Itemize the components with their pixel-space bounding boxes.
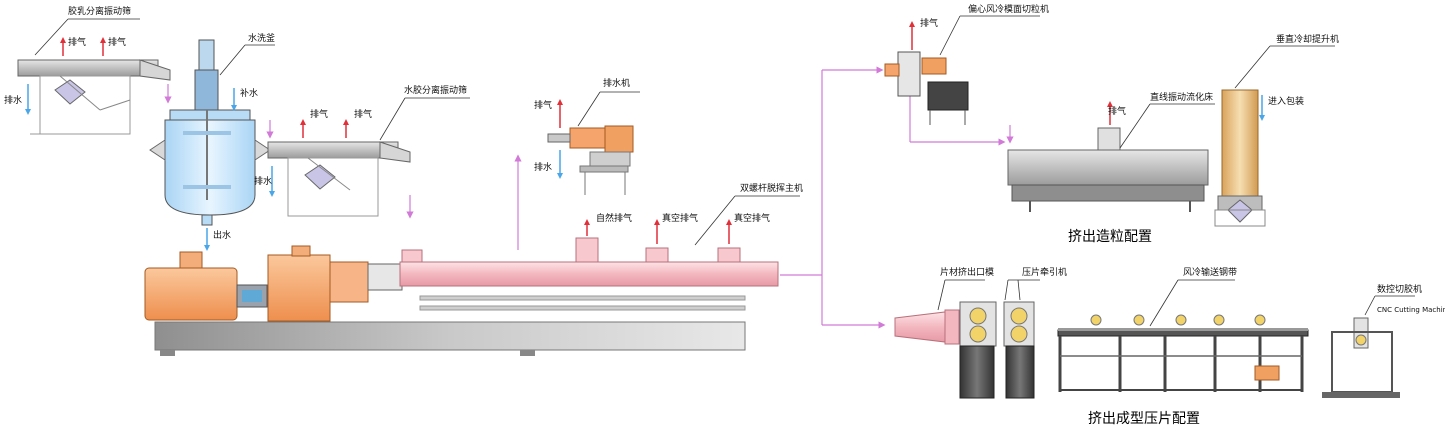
label-natural-vent: 自然排气	[596, 214, 633, 224]
eccentric-cutter	[884, 51, 969, 125]
motor	[144, 251, 268, 321]
main-base	[154, 321, 746, 356]
label-cnc-cutter: 数控切胶机	[1377, 285, 1423, 295]
label-exhaust-g: 排气	[1108, 107, 1127, 117]
label-to-packing: 进入包装	[1268, 97, 1305, 107]
twin-screw-barrel	[399, 237, 779, 311]
exhaust-arrows-mid	[300, 119, 349, 138]
exhaust-arrows-left	[60, 37, 106, 56]
cooling-tower	[1214, 89, 1266, 227]
label-cnc-cutter-en: CNC Cutting Machine	[1377, 306, 1445, 314]
label-latex-screen: 胶乳分离振动筛	[68, 7, 132, 17]
label-sheet-puller: 压片牵引机	[1022, 268, 1068, 278]
label-wash-tank: 水洗釜	[248, 34, 276, 44]
cutter-exhaust-arrow	[909, 21, 915, 50]
label-water-rubber-screen: 水胶分离振动筛	[404, 86, 468, 96]
label-eccentric-cutter: 偏心风冷模面切粒机	[968, 5, 1050, 15]
label-drain-e: 排水	[534, 163, 553, 173]
label-exhaust-a: 排气	[68, 38, 87, 48]
sheet-die	[894, 309, 960, 345]
to-packing-arrow	[1259, 95, 1265, 121]
label-drain-left: 排水	[4, 96, 23, 106]
label-dewater-machine: 排水机	[603, 79, 631, 89]
cnc-cutter	[1322, 295, 1415, 398]
label-water-out: 出水	[213, 231, 232, 241]
label-exhaust-f: 排气	[920, 19, 939, 29]
label-exhaust-b: 排气	[108, 38, 127, 48]
water-out-arrow	[204, 228, 210, 251]
dewater-arrows	[557, 99, 563, 179]
gearbox	[267, 245, 403, 322]
label-sheet-die: 片材挤出口模	[940, 268, 995, 278]
latex-vibrating-screen	[17, 59, 171, 135]
label-twin-screw: 双螺杆脱挥主机	[740, 184, 804, 194]
label-exhaust-e: 排气	[534, 101, 553, 111]
air-cooled-belt	[1057, 314, 1309, 392]
title-sheet-config: 挤出成型压片配置	[1088, 411, 1200, 427]
drain-arrow-left	[25, 84, 31, 115]
label-air-belt: 风冷输送钢带	[1183, 268, 1238, 278]
label-add-water: 补水	[240, 89, 259, 99]
label-exhaust-c: 排气	[310, 110, 329, 120]
title-pelletizing-config: 挤出造粒配置	[1068, 229, 1152, 245]
fluid-bed-exhaust-arrow	[1107, 101, 1113, 125]
vent-arrows	[584, 219, 732, 244]
water-rubber-vibrating-screen	[267, 141, 411, 217]
drain-arrow-mid	[269, 166, 275, 197]
flow-split-lines	[780, 66, 1014, 329]
label-vertical-cooling: 垂直冷却提升机	[1276, 35, 1340, 45]
sheet-puller	[959, 301, 1035, 399]
fluid-bed	[1007, 127, 1209, 212]
label-exhaust-d: 排气	[354, 110, 373, 120]
wash-tank	[149, 39, 271, 226]
label-vacuum-vent-2: 真空排气	[734, 214, 771, 224]
label-drain-mid: 排水	[254, 177, 273, 187]
label-fluid-bed: 直线振动流化床	[1150, 93, 1214, 103]
add-water-arrow	[231, 88, 237, 111]
label-vacuum-vent-1: 真空排气	[662, 214, 699, 224]
dewatering-machine	[547, 125, 634, 195]
